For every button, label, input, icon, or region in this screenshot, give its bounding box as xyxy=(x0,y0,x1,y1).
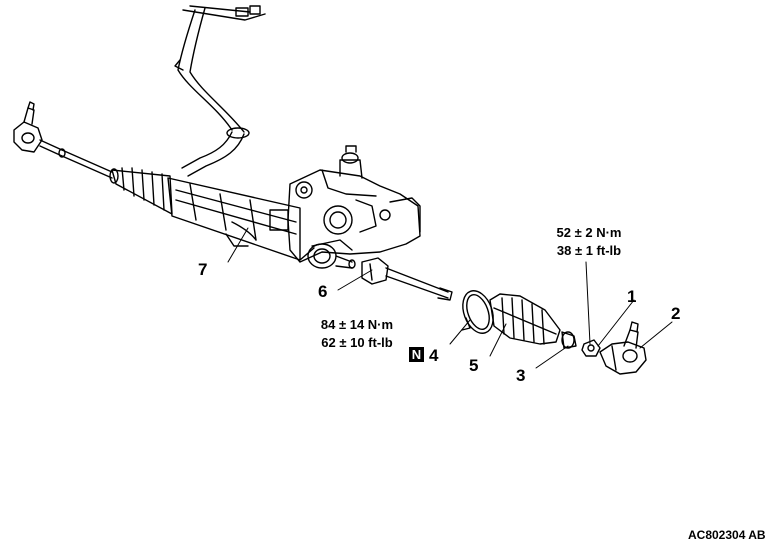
torque-spec-lower: 84 ± 14 N·m 62 ± 10 ft-lb xyxy=(307,316,407,352)
left-bellows xyxy=(109,167,173,215)
figure-code: AC802304 AB xyxy=(688,528,766,542)
torque-spec-upper: 52 ± 2 N·m 38 ± 1 ft-lb xyxy=(544,224,634,260)
lock-nut-part-1 xyxy=(581,339,601,357)
callout-7: 7 xyxy=(198,260,208,279)
callout-2: 2 xyxy=(671,304,681,323)
left-tie-rod-end xyxy=(13,101,63,157)
callout-1: 1 xyxy=(627,287,637,306)
torque-upper-metric: 52 ± 2 N·m xyxy=(556,225,622,240)
inner-tie-rod-part-6 xyxy=(361,257,453,301)
callout-5: 5 xyxy=(469,356,479,375)
left-tie-rod xyxy=(58,148,113,179)
callout-6: 6 xyxy=(318,282,328,301)
callout-3: 3 xyxy=(516,366,526,385)
new-part-marker: N xyxy=(409,347,424,362)
right-bellows-part-5 xyxy=(489,293,561,345)
callout-4: 4 xyxy=(429,346,439,365)
steering-gear-valve-body xyxy=(287,145,421,269)
torque-lower-imperial: 62 ± 10 ft-lb xyxy=(321,335,393,350)
rack-housing xyxy=(167,177,301,261)
torque-upper-imperial: 38 ± 1 ft-lb xyxy=(556,243,622,258)
bellows-clip-part-3 xyxy=(561,331,577,349)
torque-lower-metric: 84 ± 14 N·m xyxy=(320,317,394,332)
tie-rod-end-part-2 xyxy=(599,321,647,375)
pressure-hoses xyxy=(174,5,266,177)
leader-lines xyxy=(227,227,673,369)
